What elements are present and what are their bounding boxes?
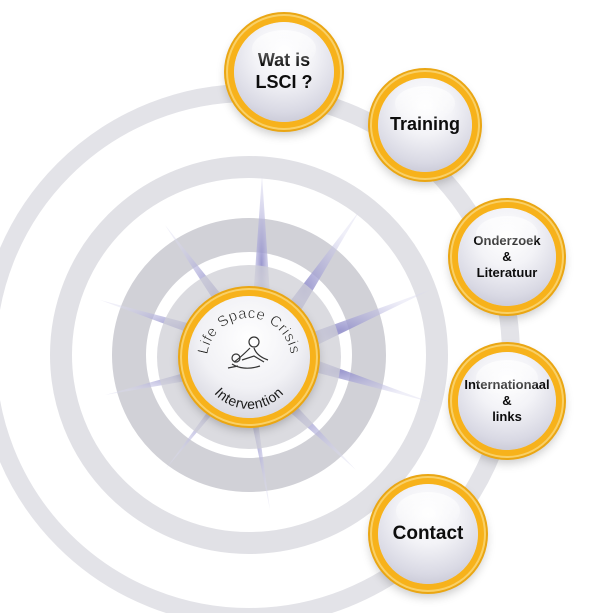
- nav-button-contact[interactable]: Contact: [378, 484, 478, 584]
- nav-button-internationaal-links[interactable]: Internationaal & links: [458, 352, 556, 450]
- logo-bottom-text: Intervention: [212, 384, 287, 412]
- logo-bottom-textpath: Intervention: [212, 384, 286, 412]
- nav-button-label: Internationaal & links: [464, 377, 550, 424]
- logo-top-textpath: Life Space Crisis: [194, 305, 303, 356]
- logo-top-text: Life Space Crisis: [194, 305, 303, 356]
- nav-button-training[interactable]: Training: [378, 78, 472, 172]
- nav-button-label: Wat is LSCI ?: [255, 50, 313, 92]
- nav-button-label: Training: [389, 114, 460, 135]
- inner-track-ring: [112, 218, 386, 492]
- nav-button-wat-is-lsci[interactable]: Wat is LSCI ?: [234, 22, 334, 122]
- lsci-logo-art: Life Space Crisis Intervention: [194, 305, 303, 412]
- nav-button-label: Onderzoek & Literatuur: [473, 233, 541, 280]
- nav-button-label: Contact: [392, 523, 464, 545]
- lsci-logo[interactable]: Life Space Crisis Intervention: [188, 296, 310, 418]
- middle-track-ring: [50, 156, 448, 554]
- nav-button-onderzoek-literatuur[interactable]: Onderzoek & Literatuur: [458, 208, 556, 306]
- people-figure-icon: [227, 336, 269, 369]
